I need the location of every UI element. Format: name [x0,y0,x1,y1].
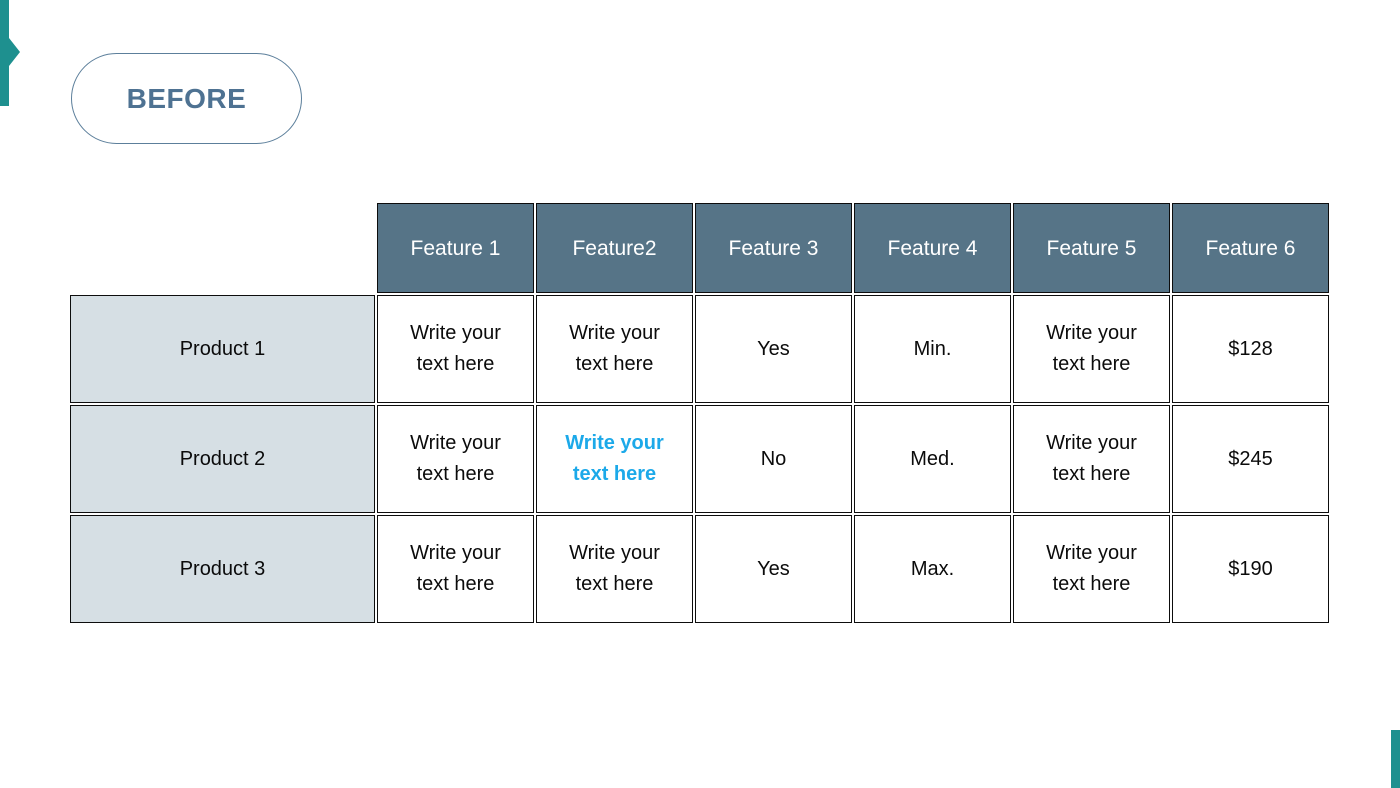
before-badge: BEFORE [71,53,302,144]
table-cell: Med. [854,405,1011,513]
table-cell: Write your text here [377,515,534,623]
table-cell: Write your text here [1013,295,1170,403]
table-corner-spacer [70,203,375,293]
row-label-product-3: Product 3 [70,515,375,623]
row-label-product-1: Product 1 [70,295,375,403]
header-cell-feature-5: Feature 5 [1013,203,1170,293]
table-cell: Write your text here [1013,405,1170,513]
table-cell: $128 [1172,295,1329,403]
row-label-product-2: Product 2 [70,405,375,513]
bottom-right-accent-bar [1391,730,1400,788]
header-cell-feature-6: Feature 6 [1172,203,1329,293]
table-cell: $245 [1172,405,1329,513]
table-cell: Write your text here [1013,515,1170,623]
table-cell: Write your text here [536,295,693,403]
table-cell: Yes [695,515,852,623]
table-cell: Write your text here [377,405,534,513]
header-cell-feature-2: Feature2 [536,203,693,293]
table-cell: Write your text here [536,515,693,623]
before-badge-label: BEFORE [126,82,247,114]
table-cell: No [695,405,852,513]
table-cell: Min. [854,295,1011,403]
table-cell: Max. [854,515,1011,623]
header-cell-feature-1: Feature 1 [377,203,534,293]
table-cell: Yes [695,295,852,403]
table-cell-highlighted: Write your text here [536,405,693,513]
left-accent-arrow-icon [0,0,20,106]
comparison-table: Feature 1 Feature2 Feature 3 Feature 4 F… [70,203,1329,623]
table-cell: $190 [1172,515,1329,623]
header-cell-feature-4: Feature 4 [854,203,1011,293]
header-cell-feature-3: Feature 3 [695,203,852,293]
table-cell: Write your text here [377,295,534,403]
